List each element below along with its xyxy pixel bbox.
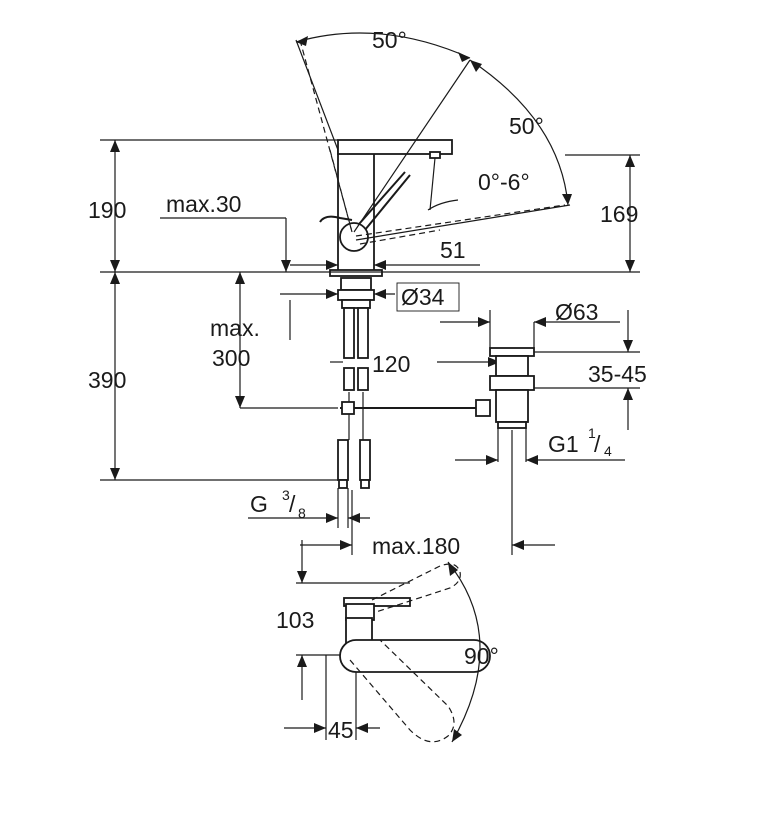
- label-g114-main: G1: [548, 431, 579, 457]
- dimension-35-45: [534, 310, 640, 430]
- dimension-45: [284, 655, 380, 740]
- label-rot90: 90°: [464, 643, 499, 669]
- dimension-dia63: [440, 310, 620, 348]
- label-depth390: 390: [88, 367, 126, 393]
- dimension-120: [330, 357, 500, 367]
- label-g114-num: 1: [588, 425, 596, 441]
- top-spout-rotated: [349, 639, 455, 743]
- svg-text:/: /: [289, 491, 296, 517]
- label-range3545: 35-45: [588, 361, 647, 387]
- label-dia63: Ø63: [555, 299, 598, 325]
- label-max300-line1: max.: [210, 315, 260, 341]
- svg-text:/: /: [594, 431, 601, 457]
- label-max180: max.180: [372, 533, 460, 559]
- label-g38-main: G: [250, 491, 268, 517]
- label-g114-den: 4: [604, 443, 612, 459]
- label-height-spout: 169: [600, 201, 638, 227]
- label-d45: 45: [328, 717, 354, 743]
- faucet-side-view: [295, 39, 571, 277]
- label-dia34: Ø34: [401, 284, 445, 310]
- drain-assembly: [489, 347, 535, 429]
- aerator: [429, 151, 441, 159]
- label-tilt: 0°-6°: [478, 169, 530, 195]
- lever-foot: [319, 215, 353, 223]
- dimension-103: [296, 540, 410, 700]
- label-max300-line2: 300: [212, 345, 250, 371]
- popup-rod: [340, 399, 491, 417]
- dimension-51: [290, 260, 480, 270]
- label-g38-den: 8: [298, 505, 306, 521]
- faucet-top-view: [339, 563, 491, 743]
- dimension-g38: [248, 488, 370, 528]
- label-g38-num: 3: [282, 487, 290, 503]
- label-height-total: 190: [88, 197, 126, 223]
- swivel-arc-top: [295, 32, 471, 59]
- faucet-spout: [337, 139, 453, 155]
- base-plate: [329, 269, 383, 277]
- dimension-g114: [455, 428, 625, 465]
- label-max30: max.30: [166, 191, 241, 217]
- tilt-arc: [427, 199, 459, 211]
- label-d103: 103: [276, 607, 314, 633]
- rotation-arc-90: [447, 561, 481, 743]
- dimension-390: [100, 272, 338, 481]
- dimension-max30: [160, 217, 291, 272]
- label-d51: 51: [440, 237, 466, 263]
- label-d120: 120: [372, 351, 410, 377]
- supply-hoses: [337, 307, 371, 489]
- top-spout: [339, 639, 491, 673]
- dimension-max180: [300, 430, 555, 555]
- lever-hub: [339, 222, 369, 252]
- dimension-190: [100, 139, 640, 273]
- label-swivel-top: 50°: [372, 27, 407, 53]
- swivel-arc-side: [469, 59, 569, 206]
- label-swivel-side: 50°: [509, 113, 544, 139]
- dimension-dia34: [280, 282, 460, 312]
- mounting-shank: [337, 277, 375, 309]
- dimension-max300: [235, 272, 338, 409]
- dimension-169: [565, 154, 640, 272]
